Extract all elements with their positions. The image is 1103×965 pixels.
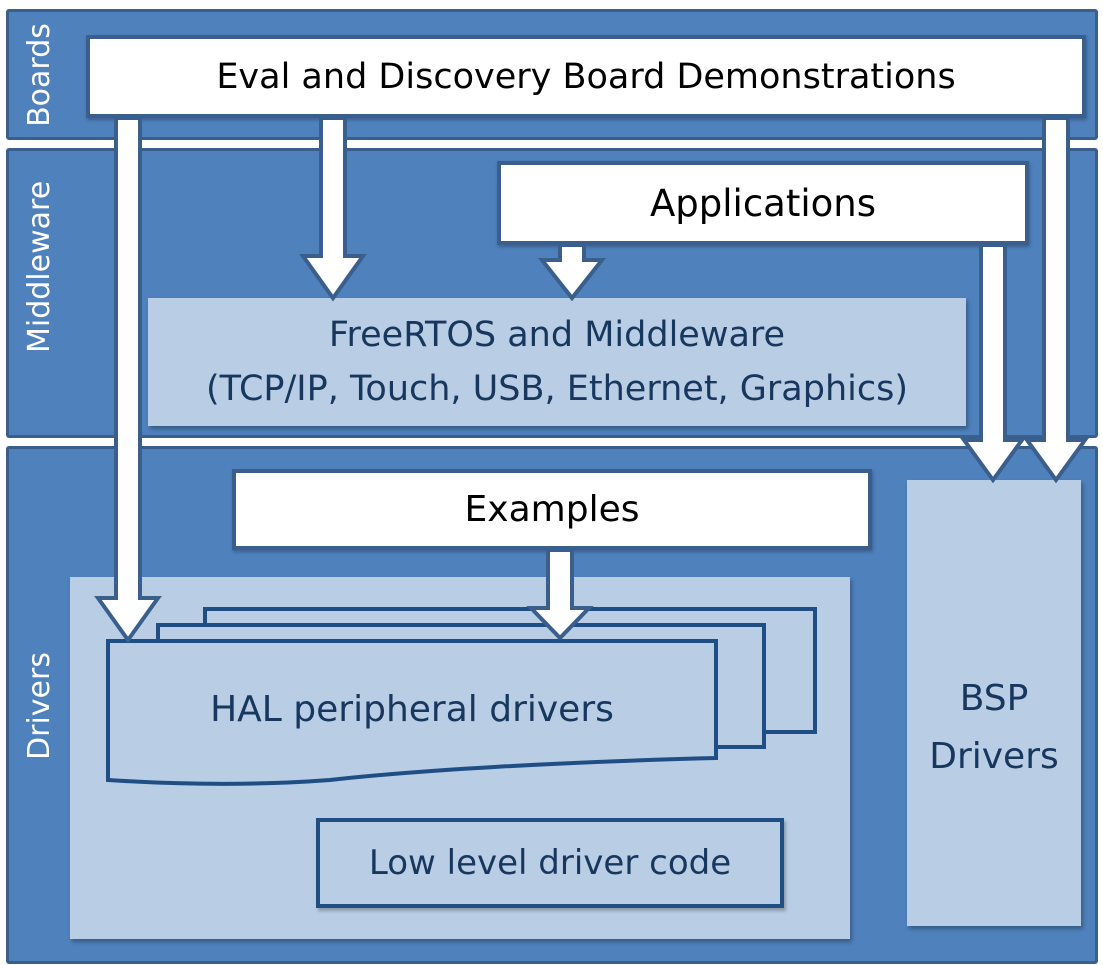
bsp-drivers-box: BSP Drivers — [907, 480, 1081, 926]
low-level-driver-label: Low level driver code — [368, 843, 732, 883]
bsp-title: BSP — [959, 678, 1029, 719]
eval-demos-label: Eval and Discovery Board Demonstrations — [216, 56, 956, 97]
hal-drivers-label: HAL peripheral drivers — [210, 689, 614, 730]
examples-label: Examples — [464, 489, 640, 530]
freertos-middleware-box: FreeRTOS and Middleware (TCP/IP, Touch, … — [148, 298, 966, 426]
drivers-layer-label: Drivers — [22, 652, 57, 760]
freertos-title: FreeRTOS and Middleware — [328, 315, 786, 355]
boards-layer-label: Boards — [22, 23, 57, 127]
low-level-driver-box: Low level driver code — [316, 818, 784, 908]
applications-box: Applications — [497, 161, 1029, 245]
middleware-layer-label: Middleware — [22, 180, 57, 353]
freertos-subtitle: (TCP/IP, Touch, USB, Ethernet, Graphics) — [205, 369, 909, 409]
applications-label: Applications — [649, 181, 876, 225]
eval-demos-box: Eval and Discovery Board Demonstrations — [86, 35, 1086, 118]
examples-box: Examples — [232, 469, 872, 550]
bsp-subtitle: Drivers — [929, 736, 1059, 777]
